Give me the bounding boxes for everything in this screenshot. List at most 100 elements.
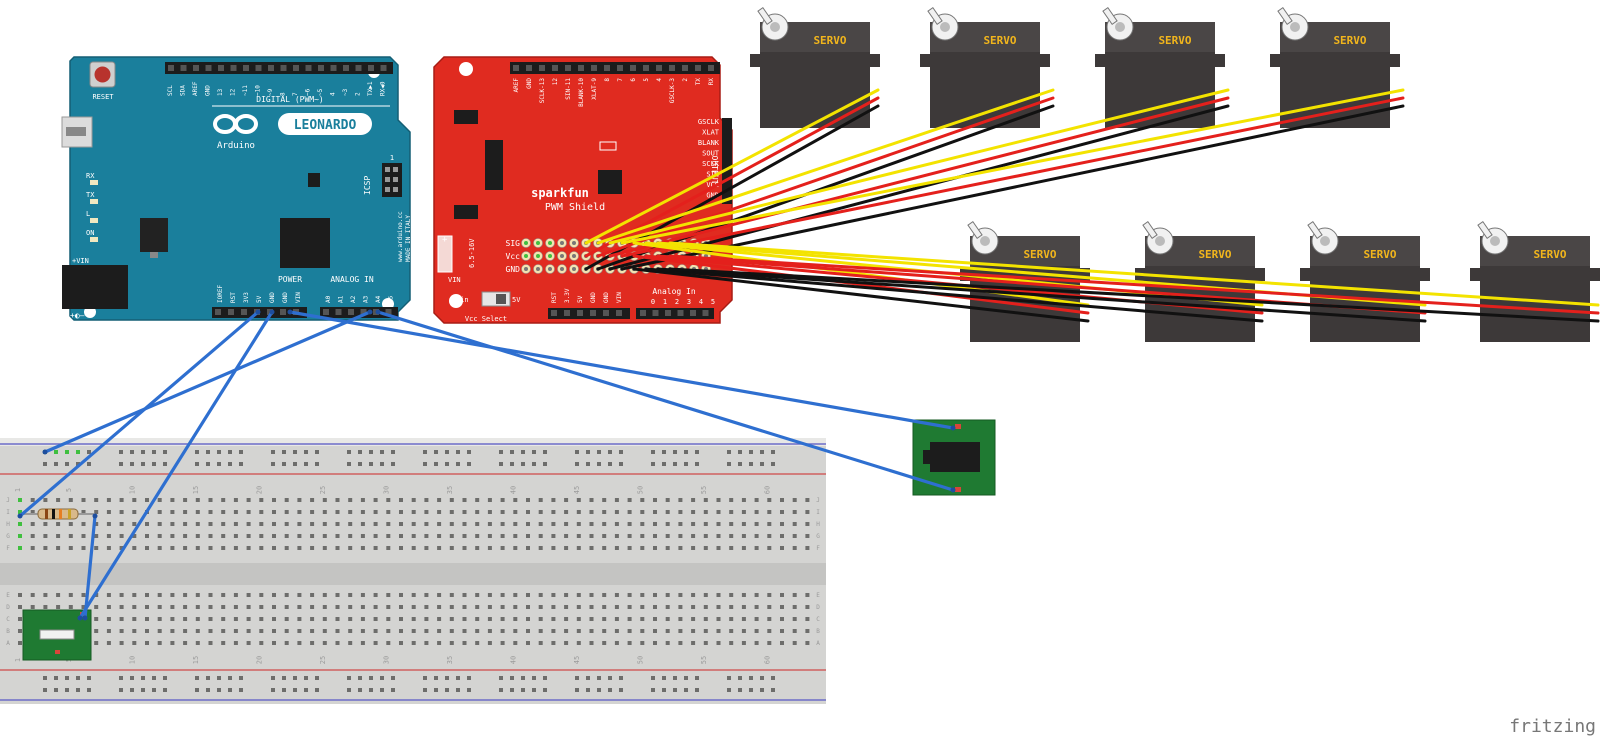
pin-label: 12 bbox=[552, 78, 559, 86]
column-number: 20 bbox=[255, 486, 263, 494]
pin-label: GND bbox=[282, 292, 289, 303]
pin-label: SIN bbox=[706, 171, 719, 179]
column-number: 35 bbox=[446, 486, 454, 494]
made-in-label: MADE IN ITALY bbox=[405, 215, 412, 262]
servo-wire bbox=[620, 88, 1405, 245]
servo-motor: SERVO bbox=[1300, 221, 1430, 342]
pin-label: RST bbox=[230, 292, 237, 303]
svg-text:+◐–: +◐– bbox=[70, 311, 85, 320]
servo-motor: SERVO bbox=[750, 7, 880, 128]
pin-label: ~5 bbox=[317, 88, 324, 96]
pin-label: SCLK bbox=[702, 160, 720, 168]
column-number: 1 bbox=[14, 488, 22, 492]
pin-label: BLANK bbox=[698, 139, 720, 147]
shield-analog-label: Analog In bbox=[652, 287, 696, 296]
vin-terminal bbox=[437, 235, 453, 273]
column-number: 15 bbox=[192, 486, 200, 494]
on-label: ON bbox=[86, 229, 94, 237]
pin-label: GSCLK-3 bbox=[669, 78, 676, 104]
row-label: E bbox=[816, 592, 820, 599]
svg-text:+: + bbox=[442, 235, 448, 245]
rx-label: RX bbox=[86, 172, 95, 180]
jumper-wires bbox=[17, 309, 956, 621]
pin-label: 2 bbox=[675, 298, 679, 306]
row-label: F bbox=[6, 545, 10, 552]
pin-label: A3 bbox=[363, 295, 370, 303]
pin-label: IOREF bbox=[217, 285, 224, 303]
pin-label: AREF bbox=[513, 78, 520, 93]
servo-label: SERVO bbox=[1158, 34, 1191, 47]
pin-label: ~9 bbox=[267, 88, 274, 96]
row-label: J bbox=[816, 497, 820, 504]
column-number: 45 bbox=[573, 486, 581, 494]
pin-label: GND bbox=[706, 192, 719, 200]
column-number: 5 bbox=[65, 488, 73, 492]
pin-label: 4 bbox=[656, 78, 663, 82]
l-label: L bbox=[86, 210, 90, 218]
pin-label: RX◀0 bbox=[380, 81, 387, 96]
row-label: B bbox=[816, 628, 820, 635]
pin-label: VIN bbox=[295, 292, 302, 303]
row-label: G bbox=[816, 533, 820, 540]
row-label: D bbox=[6, 604, 10, 611]
shield-brand: sparkfun bbox=[531, 186, 589, 200]
pin-label: A4 bbox=[375, 295, 382, 303]
brand-label: Arduino bbox=[217, 141, 255, 151]
pin-label: 2 bbox=[682, 78, 689, 82]
column-number: 15 bbox=[192, 656, 200, 664]
servo-wire bbox=[620, 96, 1405, 258]
shield-top-header bbox=[510, 62, 720, 74]
pin-label: A2 bbox=[350, 295, 357, 303]
servo-wire bbox=[620, 104, 1405, 271]
column-number: 45 bbox=[573, 656, 581, 664]
pin-label: SDA bbox=[180, 85, 187, 96]
servo-wire bbox=[644, 267, 1264, 323]
servo-wire bbox=[656, 267, 1427, 323]
jumper-wire bbox=[78, 310, 274, 620]
pin-label: 8 bbox=[604, 78, 611, 82]
pin-label: SIN-11 bbox=[565, 78, 572, 100]
servo-label: SERVO bbox=[1333, 34, 1366, 47]
servo-wires bbox=[584, 88, 1600, 323]
servo-wire bbox=[596, 96, 1055, 258]
pin-label: 12 bbox=[230, 88, 237, 96]
column-number: 50 bbox=[636, 486, 644, 494]
servo-wire bbox=[608, 104, 1230, 271]
svg-text:SIG: SIG bbox=[506, 239, 521, 248]
row-label: B bbox=[6, 628, 10, 635]
row-label: H bbox=[6, 521, 10, 528]
servo-wire bbox=[668, 267, 1600, 323]
pin-label: VIN bbox=[616, 292, 623, 303]
column-number: 30 bbox=[382, 486, 390, 494]
servo-wire bbox=[632, 254, 1090, 315]
pin-label: RX bbox=[708, 78, 715, 86]
pin-label: SOUT bbox=[702, 150, 720, 158]
pin-label: 4 bbox=[699, 298, 703, 306]
pin-label: 7 bbox=[617, 78, 624, 82]
vin-select-label: Vin bbox=[456, 296, 469, 304]
pin-label: GSCLK bbox=[698, 118, 720, 126]
fritzing-watermark: fritzing bbox=[1509, 716, 1596, 737]
breadboard-column-numbers: 1155101015152020252530303535404045455050… bbox=[14, 486, 771, 664]
row-label: I bbox=[6, 509, 10, 516]
svg-text:GND: GND bbox=[506, 265, 521, 274]
row-label: C bbox=[816, 616, 820, 623]
arduino-analog-header bbox=[320, 307, 398, 318]
board-model: LEONARDO bbox=[294, 118, 357, 133]
vcc-select-label: Vcc Select bbox=[465, 315, 507, 323]
output-label: OUTPUT bbox=[710, 156, 719, 185]
pin-label: 4 bbox=[330, 92, 337, 96]
pin-label: 5V bbox=[256, 295, 263, 303]
column-number: 35 bbox=[446, 656, 454, 664]
column-number: 50 bbox=[636, 656, 644, 664]
pushbutton-icon bbox=[39, 629, 75, 640]
breadboard: 1155101015152020252530303535404045455050… bbox=[0, 438, 826, 704]
pin-label: 6 bbox=[630, 78, 637, 82]
column-number: 25 bbox=[319, 656, 327, 664]
row-label: H bbox=[816, 521, 820, 528]
